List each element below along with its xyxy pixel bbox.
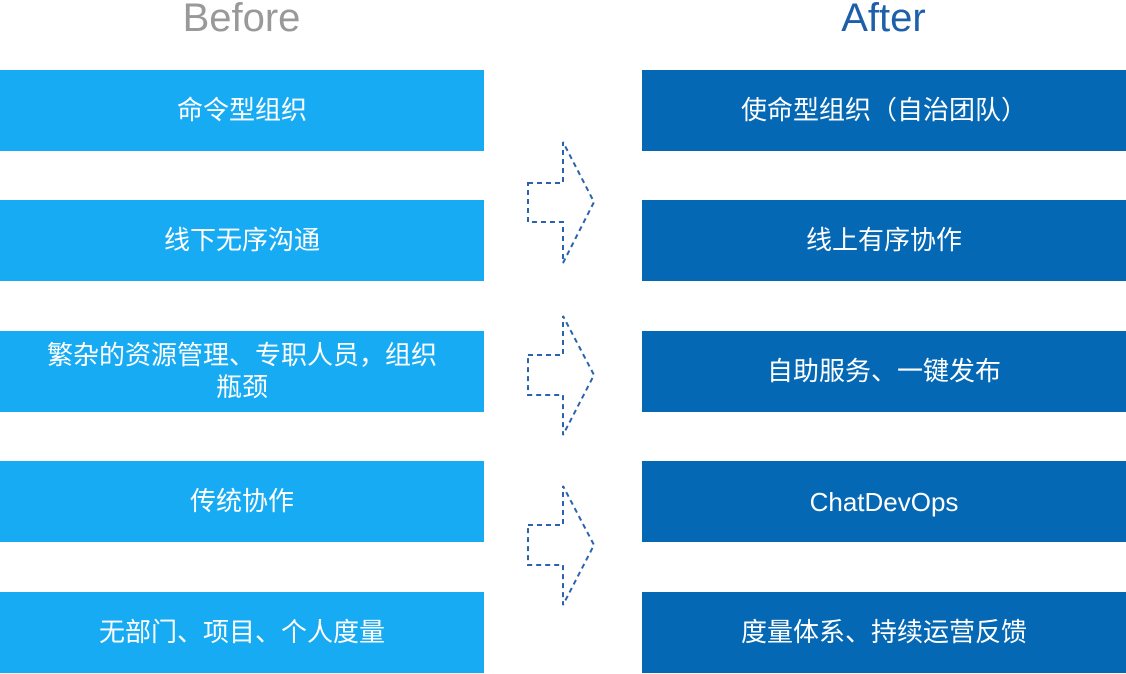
before-header: Before	[182, 0, 301, 40]
before-box: 线下无序沟通	[0, 200, 484, 281]
before-box: 命令型组织	[0, 70, 484, 151]
after-box: ChatDevOps	[642, 461, 1126, 542]
before-box: 无部门、项目、个人度量	[0, 592, 484, 673]
right-arrow-icon	[527, 485, 596, 606]
right-arrow-icon	[527, 315, 596, 436]
after-box: 度量体系、持续运营反馈	[642, 592, 1126, 673]
right-arrow-icon	[527, 141, 596, 264]
after-header: After	[841, 0, 926, 40]
before-box: 传统协作	[0, 461, 484, 542]
before-box: 繁杂的资源管理、专职人员，组织瓶颈	[0, 331, 484, 412]
after-box: 自助服务、一键发布	[642, 331, 1126, 412]
after-box: 使命型组织（自治团队）	[642, 70, 1126, 151]
after-box: 线上有序协作	[642, 200, 1126, 281]
